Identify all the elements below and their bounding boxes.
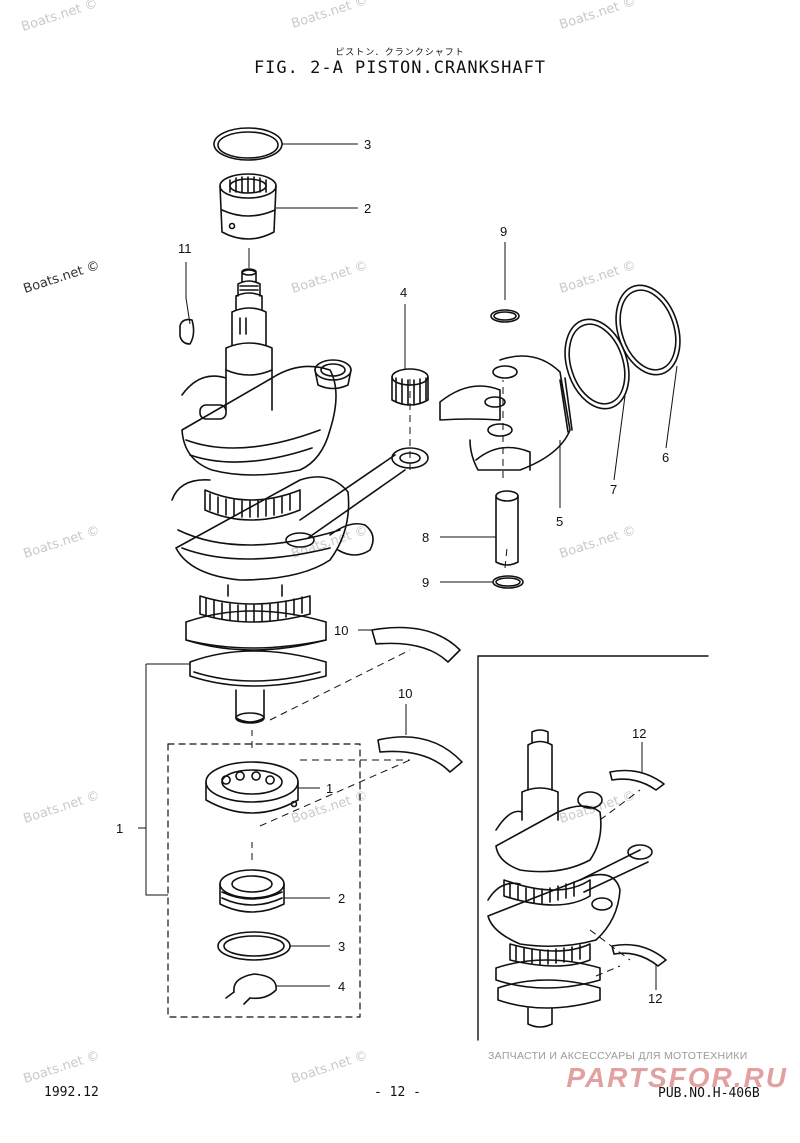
footer-date: 1992.12 [44,1085,99,1100]
callout-10: 10 [334,623,348,638]
thrust-washer [371,626,461,663]
inset-crankshaft [487,729,667,1028]
callout-12: 12 [648,991,662,1006]
diagram-title: FIG. 2-A PISTON.CRANKSHAFT [253,58,547,78]
callout-5: 5 [556,514,563,529]
thrust-washer [377,736,463,773]
brand-logo: PARTSFOR.RU [566,1062,788,1093]
callout-9: 9 [500,224,507,239]
callout-10: 10 [398,686,412,701]
diagram-subtitle-jp: ピストン．クランクシャフト [335,48,465,58]
callout-11: 11 [178,241,192,256]
callout-8: 8 [422,530,429,545]
callout-4: 4 [338,979,345,994]
footer-page-number: - 12 - [374,1085,421,1100]
callout-3: 3 [364,137,371,152]
callout-7: 7 [610,482,617,497]
callout-12: 12 [632,726,646,741]
callout-1: 1 [326,781,333,796]
callout-9: 9 [422,575,429,590]
callout-6: 6 [662,450,669,465]
bearing-kit [205,761,299,1005]
callout-3: 3 [338,939,345,954]
brand-block: ЗАПЧАСТИ И АКСЕССУАРЫ ДЛЯ МОТОТЕХНИКИ PA… [488,1050,788,1094]
callout-2: 2 [338,891,345,906]
crankshaft-assembly [171,127,429,724]
callout-2: 2 [364,201,371,216]
footer-pub-number: PUB.NO.H-406B [658,1086,760,1101]
callout-1: 1 [116,821,123,836]
piston-group [391,284,681,589]
callout-4: 4 [400,285,407,300]
brand-tagline: ЗАПЧАСТИ И АКСЕССУАРЫ ДЛЯ МОТОТЕХНИКИ [488,1050,748,1062]
